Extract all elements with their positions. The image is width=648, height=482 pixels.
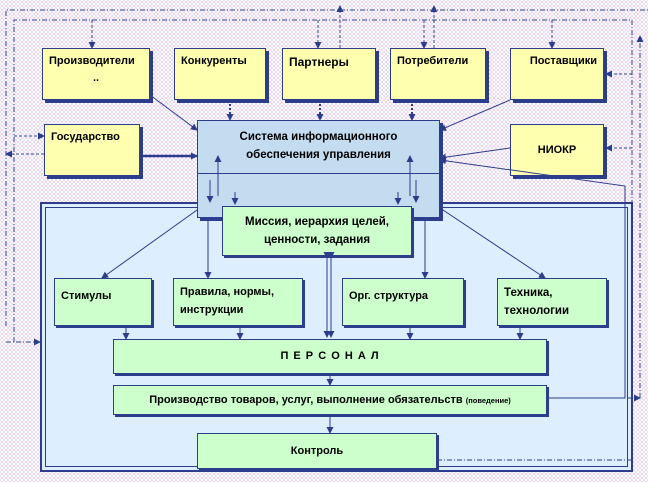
mission-line2: ценности, задания <box>263 234 371 246</box>
consumers-label: Потребители <box>397 55 469 67</box>
mission-box: Миссия, иерархия целей, ценности, задани… <box>222 206 412 256</box>
suppliers-to-system <box>439 99 511 131</box>
rnd-label: НИОКР <box>537 143 577 156</box>
info-system-line1: Система информационного <box>239 131 398 143</box>
control-box: Контроль <box>197 433 437 469</box>
info-system-box: Система информационного обеспечения упра… <box>197 120 440 218</box>
rnd-to-system <box>439 147 511 161</box>
partners-label: Партнеры <box>289 55 349 69</box>
producers-mark: .. <box>92 71 100 84</box>
state-label: Государство <box>51 131 120 143</box>
producers-label: Производители <box>49 55 135 67</box>
competitors-box: Конкуренты <box>174 48 266 100</box>
rules-line2: инструкции <box>180 303 244 316</box>
control-label: Контроль <box>290 444 344 457</box>
incentives-label: Стимулы <box>61 290 112 302</box>
producers-box: Производители .. <box>42 48 150 100</box>
production-note: (поведение) <box>465 395 511 405</box>
competitors-label: Конкуренты <box>181 55 247 67</box>
org-structure-label: Орг. структура <box>349 290 429 302</box>
info-system-title: Система информационного обеспечения упра… <box>198 129 439 165</box>
mission-line1: Миссия, иерархия целей, <box>244 215 390 228</box>
personnel-label: П Е Р С О Н А Л <box>280 350 380 363</box>
tech-box: Техника, технологии <box>497 278 607 326</box>
production-main: Производство товаров, услуг, выполнение … <box>149 393 463 406</box>
consumers-box: Потребители <box>390 48 486 100</box>
info-system-divider <box>198 173 439 174</box>
partners-box: Партнеры <box>282 48 376 100</box>
producers-to-system <box>149 94 198 131</box>
production-label: Производство товаров, услуг, выполнение … <box>149 393 511 408</box>
suppliers-label: Поставщики <box>529 55 597 67</box>
info-system-line2: обеспечения управления <box>246 148 391 161</box>
state-box: Государство <box>44 124 140 176</box>
org-structure-box: Орг. структура <box>342 278 464 326</box>
incentives-box: Стимулы <box>54 278 152 326</box>
personnel-box: П Е Р С О Н А Л <box>113 339 547 374</box>
rules-box: Правила, нормы, инструкции <box>173 278 303 326</box>
production-box: Производство товаров, услуг, выполнение … <box>113 385 547 415</box>
tech-line1: Техника, <box>504 287 553 299</box>
rules-line1: Правила, нормы, <box>180 286 275 298</box>
rnd-box: НИОКР <box>510 124 604 176</box>
tech-line2: технологии <box>504 305 570 318</box>
suppliers-box: Поставщики <box>510 48 604 100</box>
